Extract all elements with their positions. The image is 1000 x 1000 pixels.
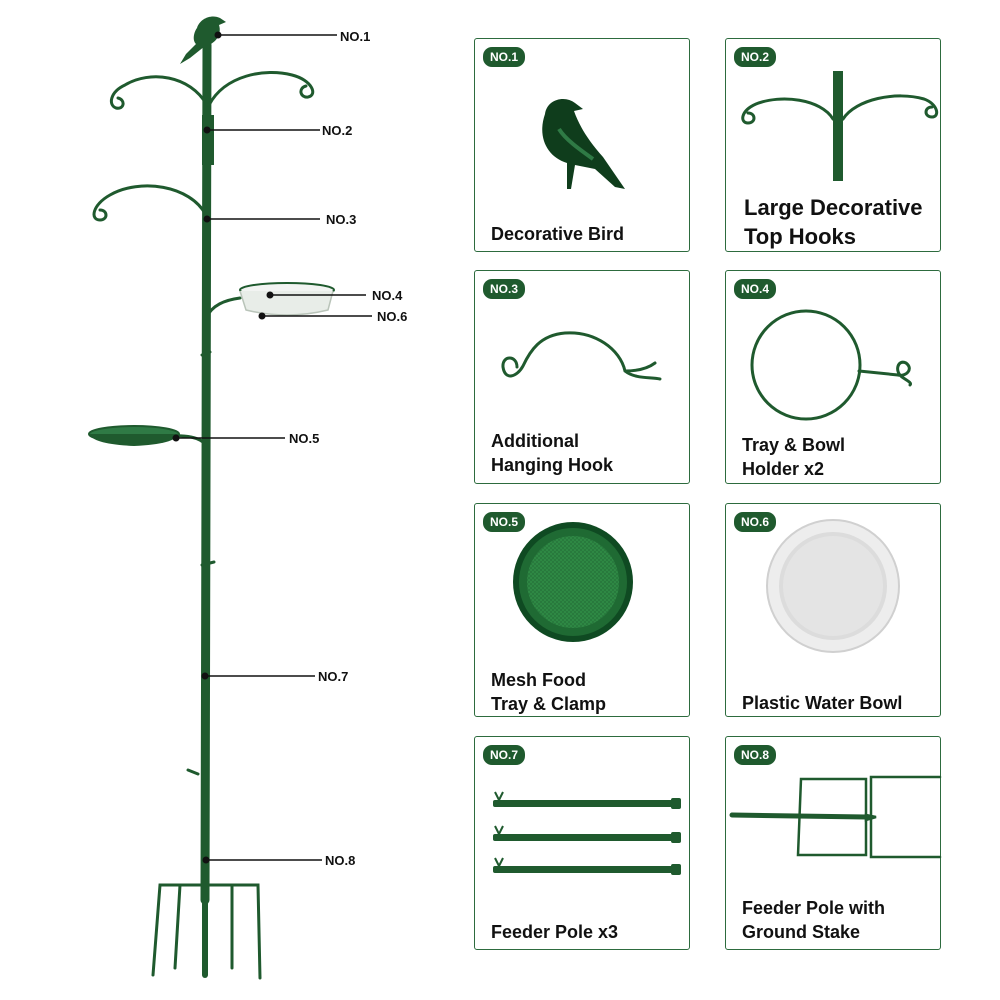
feeder-pole-segments-icon [493,791,681,875]
part-badge: NO.7 [483,745,526,765]
part-caption: Decorative Bird [491,224,625,244]
part-caption: Mesh Food Tray & Clamp [491,670,607,714]
part-caption: Feeder Pole x3 [491,922,619,942]
callout-no4: NO.4 [372,288,403,303]
callout-no5: NO.5 [289,431,320,446]
ground-stake-icon [729,775,942,859]
part-card-mesh-tray: NO.5 Mesh Food Tray & Clamp [474,503,690,717]
part-badge: NO.4 [734,279,777,299]
part-card-water-bowl: NO.6 Plastic Water Bowl [725,503,941,717]
callout-no3: NO.3 [326,212,357,227]
part-caption: Plastic Water Bowl [742,693,903,713]
part-caption: Large Decorative Top Hooks [744,195,923,249]
callout-no8: NO.8 [325,853,356,868]
plastic-water-bowl-icon [766,519,900,653]
part-card-bird: NO.1 Decorative Bird [474,38,690,252]
part-card-feeder-pole: NO.7 Feeder Pole x3 [474,736,690,950]
part-card-ground-stake: NO.8 Feeder Pole with Ground Stake [725,736,942,950]
assembled-feeder-station [88,16,372,980]
part-card-top-hooks: NO.2 Large Decorative Top Hooks [725,38,941,252]
part-badge: NO.8 [734,745,777,765]
part-caption: Tray & Bowl Holder x2 [742,435,846,479]
part-badge: NO.1 [483,47,526,67]
part-badge: NO.3 [483,279,526,299]
part-card-hanging-hook: NO.3 Additional Hanging Hook [474,270,690,484]
top-hooks-icon [741,71,939,181]
callout-no1: NO.1 [340,29,371,44]
part-card-tray-holder: NO.4 Tray & Bowl Holder x2 [725,270,941,484]
part-caption: Additional Hanging Hook [491,431,613,475]
callout-no7: NO.7 [318,669,349,684]
callout-no2: NO.2 [322,123,353,138]
part-badge: NO.5 [483,512,526,532]
hanging-hook-icon [501,331,662,381]
tray-holder-ring-icon [750,309,912,421]
part-badge: NO.6 [734,512,777,532]
part-badge: NO.2 [734,47,777,67]
decorative-bird-icon [542,98,625,189]
mesh-food-tray-icon [513,522,633,642]
callout-no6: NO.6 [377,309,408,324]
part-caption: Feeder Pole with Ground Stake [742,898,886,942]
